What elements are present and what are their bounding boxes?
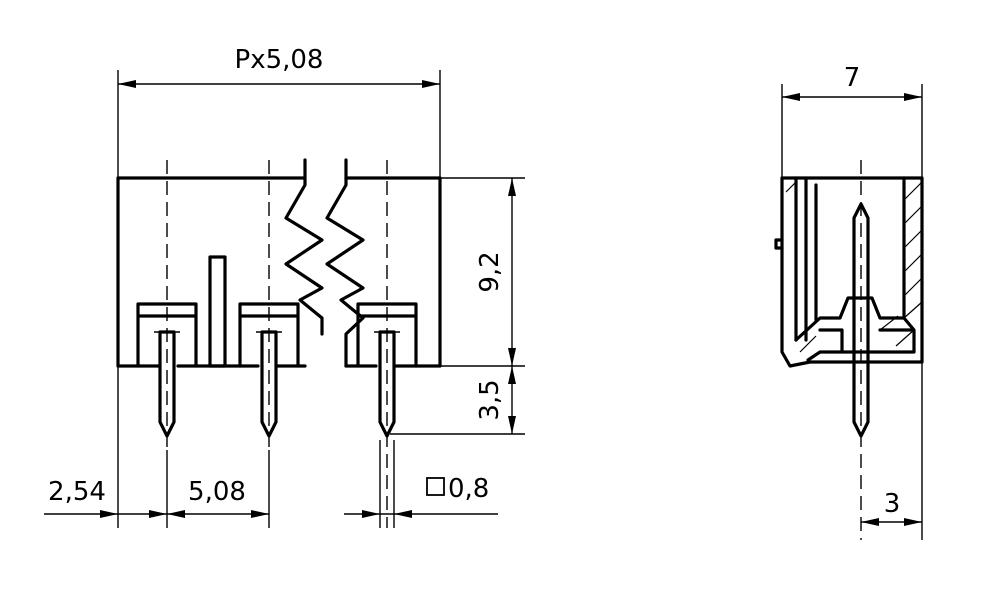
break-line-right	[325, 158, 365, 368]
square-section-icon	[426, 477, 445, 496]
pin-length-label: 3,5	[475, 379, 505, 420]
housing-right-part	[344, 176, 442, 368]
pin-1	[154, 330, 180, 438]
side-dimensions	[781, 84, 923, 540]
side-hatching	[785, 181, 923, 353]
side-latch	[774, 238, 784, 250]
overall-length-label: Px5,08	[235, 45, 324, 75]
contact-pocket-3	[356, 302, 418, 368]
front-view	[116, 158, 442, 528]
depth-label: 7	[844, 63, 861, 93]
contact-pocket-1	[136, 302, 198, 368]
side-inner-walls	[794, 176, 906, 342]
contact-pocket-2	[238, 302, 300, 368]
pin-2	[256, 330, 282, 438]
edge-to-pin-label: 2,54	[48, 477, 106, 507]
body-height-label: 9,2	[475, 251, 505, 292]
side-contact-seat	[794, 296, 916, 362]
break-line-left	[284, 158, 324, 336]
pin-3	[374, 330, 400, 438]
pin-offset-side-label: 3	[884, 489, 901, 519]
side-housing	[780, 176, 924, 368]
front-dimensions	[44, 70, 525, 528]
pitch-label: 5,08	[188, 477, 246, 507]
key-post	[208, 255, 227, 368]
side-view	[774, 160, 924, 540]
pin-section-label: 0,8	[448, 474, 489, 504]
